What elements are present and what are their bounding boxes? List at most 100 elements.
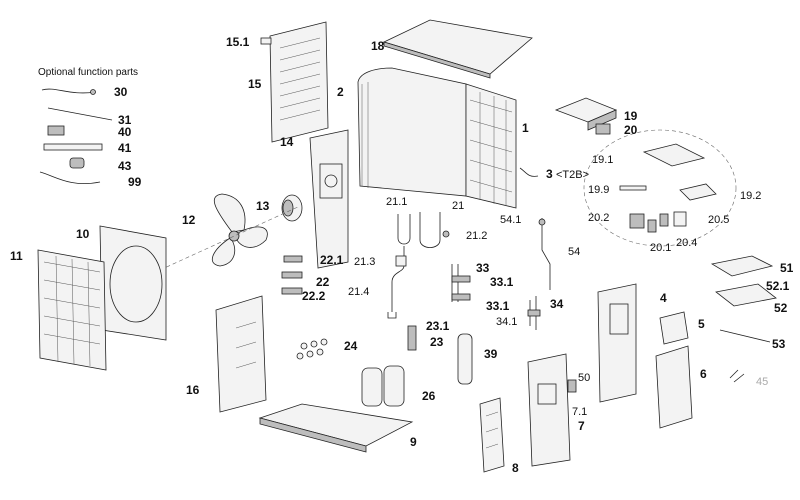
wire-19-9 [619,185,647,191]
label-21-2: 21.2 [466,230,488,242]
screw-7-1 [567,379,577,393]
compressor-26 [361,365,405,407]
label-21-3: 21.3 [354,256,376,268]
cap-20-4 [659,213,669,227]
label-18: 18 [371,39,385,53]
motor-bracket-14 [309,129,349,269]
cover-51 [710,255,774,277]
label-31: 31 [118,113,132,127]
label-22: 22 [316,275,330,289]
separator-panel-16 [215,295,267,413]
label-21-1: 21.1 [386,196,408,208]
handle-5 [659,311,689,345]
label-11: 11 [10,249,23,263]
label-53: 53 [772,337,786,351]
label-19-1: 19.1 [592,154,614,166]
strip-part-41 [43,143,103,151]
label-54-1: 54.1 [500,214,522,226]
pcb-group [619,143,717,233]
label-21: 21 [452,200,465,212]
label-20-2: 20.2 [588,212,610,224]
valve-33 [451,264,471,302]
label-52-1: 52.1 [766,279,790,293]
cover-6 [655,345,693,429]
cap-20-1 [647,219,657,233]
label-52: 52 [774,301,788,315]
fan-motor-13 [281,194,303,222]
label-30: 30 [114,85,128,99]
optional-parts-title: Optional function parts [38,67,139,78]
label-40: 40 [118,125,132,139]
pcb-group-outline [583,129,737,247]
label-39: 39 [484,347,498,361]
label-34-1: 34.1 [496,316,518,328]
temp-sensor-54 [538,218,551,290]
coil-part-43 [69,157,85,169]
module-20-5 [673,211,687,227]
nuts-24 [296,338,328,360]
label-33: 33 [476,261,490,275]
label-7: 7 [578,419,585,433]
cable-part-31 [47,107,113,121]
condenser-coil [357,67,517,209]
bracket-8 [479,397,505,473]
label-3: 3 [546,167,553,181]
label-20: 20 [624,123,638,137]
label-33-1b: 33.1 [486,299,510,313]
top-cover-18 [382,19,533,79]
accumulator-39 [457,333,473,385]
label-20-4: 20.4 [676,237,698,249]
label-21-4: 21.4 [348,286,370,298]
clip-15-1 [260,37,272,45]
label-50: 50 [578,372,591,384]
label-34: 34 [550,297,564,311]
label-1: 1 [522,121,529,135]
label-8: 8 [512,461,519,475]
valve-23 [407,325,417,351]
label-2: 2 [337,85,344,99]
label-99: 99 [128,175,142,189]
harness-part-99 [39,171,101,185]
side-panel-4 [597,283,637,403]
pcb-19-2 [679,183,717,201]
label-19-2: 19.2 [740,190,762,202]
label-33-1a: 33.1 [490,275,514,289]
label-23: 23 [430,335,444,349]
valve-34 [527,296,541,330]
label-9: 9 [410,435,417,449]
label-13: 13 [256,199,270,213]
side-cover-7 [527,353,577,467]
label-22-2: 22.2 [302,289,326,303]
label-20-1: 20.1 [650,242,672,254]
axis-line [159,205,301,271]
label-54: 54 [568,246,581,258]
label-5: 5 [698,317,705,331]
label-12: 12 [182,213,196,227]
label-24: 24 [344,339,358,353]
base-pan-9 [258,403,414,453]
label-22-1: 22.1 [320,253,344,267]
label-19: 19 [624,109,638,123]
sensor-part-30 [90,89,96,95]
label-41: 41 [118,141,132,155]
board-52 [715,283,777,307]
optional-parts-icons [39,88,113,185]
label-43: 43 [118,159,132,173]
label-15: 15 [248,77,262,91]
front-panel-10 [99,225,167,341]
wire-3 [519,167,539,177]
label-6: 6 [700,367,707,381]
label-23-1: 23.1 [426,319,450,333]
control-box-19 [554,97,618,135]
front-grille-11 [37,249,107,371]
rear-grille-15 [260,21,329,143]
label-10: 10 [76,227,90,241]
terminal-20 [595,123,611,135]
wire-part-30 [41,88,96,94]
valve-22 [281,255,303,295]
label-19-9: 19.9 [588,184,610,196]
label-16: 16 [186,383,200,397]
rod-53 [719,329,771,343]
